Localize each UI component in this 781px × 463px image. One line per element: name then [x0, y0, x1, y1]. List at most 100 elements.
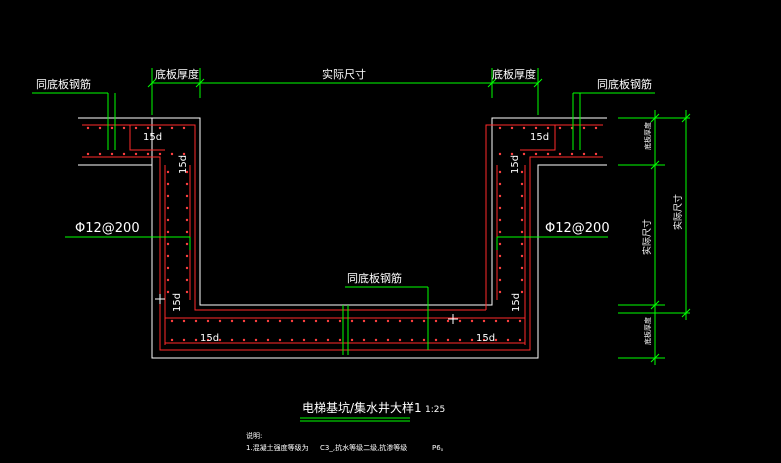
rebar-dot [170, 319, 174, 323]
rebar-dot [362, 338, 366, 342]
label-15d-bottom-right: 15d [476, 333, 495, 344]
rebar-dot [314, 319, 318, 323]
rebar-dot [558, 126, 562, 130]
rebar-dot [398, 338, 402, 342]
rebar-dot [494, 319, 498, 323]
rebar-dot [498, 182, 502, 186]
notes-line1-b: C3_,抗水等级二级,抗渗等级 [320, 443, 407, 452]
rebar-dot [254, 338, 258, 342]
rebar-dot [230, 319, 234, 323]
rebar-dot [582, 126, 586, 130]
rebar-dot [522, 152, 526, 156]
rebar-dot [146, 126, 150, 130]
rebar-dot [482, 338, 486, 342]
rebar-dot [98, 152, 102, 156]
rebar-dot [98, 126, 102, 130]
label-15d-wall-right-bottom: 15d [511, 293, 522, 312]
rebar-dot [498, 266, 502, 270]
label-15d-bottom-left: 15d [200, 333, 219, 344]
rebar-dot [110, 126, 114, 130]
rebar-dot [520, 266, 524, 270]
rebar-dot [498, 242, 502, 246]
rebar-dot [122, 126, 126, 130]
rebar-dot [185, 242, 189, 246]
rebar-dot [194, 319, 198, 323]
rebar-dot [166, 242, 170, 246]
rebar-dot [410, 319, 414, 323]
rebar-dot [242, 338, 246, 342]
rebar-dot [470, 338, 474, 342]
rebar-dot [242, 319, 246, 323]
rebar-dot [158, 152, 162, 156]
rebar-dot [194, 338, 198, 342]
rebar-dot [498, 230, 502, 234]
rebar-dot [266, 338, 270, 342]
rebar-dots [86, 126, 598, 342]
label-actual-size: 实际尺寸 [322, 67, 366, 81]
label-rebar-right: Φ12@200 [545, 221, 610, 236]
rebar-dot [254, 319, 258, 323]
rebar-dot [86, 126, 90, 130]
label-same-rebar-right: 同底板钢筋 [597, 77, 652, 91]
rebar-dot [166, 194, 170, 198]
rebar-dot [266, 319, 270, 323]
rebar-dot [314, 338, 318, 342]
rebar-dot [458, 338, 462, 342]
rebar-dot [534, 152, 538, 156]
rebar-dot [182, 126, 186, 130]
label-same-rebar-left: 同底板钢筋 [36, 77, 91, 91]
rebar-dot [546, 152, 550, 156]
label-15d-wall-right-top: 15d [510, 155, 521, 174]
rebar-dot [185, 194, 189, 198]
rebar-dot [594, 152, 598, 156]
rebar-dot [170, 126, 174, 130]
rebar-dot [434, 338, 438, 342]
rebar-dot [290, 319, 294, 323]
rebar-dot [498, 170, 502, 174]
rebar-dot [166, 290, 170, 294]
rebar-dot [410, 338, 414, 342]
rebar-dot [350, 319, 354, 323]
rebar-dot [498, 290, 502, 294]
rebar-dot [362, 319, 366, 323]
rebar-dot [446, 319, 450, 323]
rebar-dot [166, 170, 170, 174]
rebar-dot [498, 254, 502, 258]
rebar-dot [374, 338, 378, 342]
rebar-dot [166, 266, 170, 270]
rebar-dot [166, 254, 170, 258]
rebar-dot [350, 338, 354, 342]
rebar-dot [374, 319, 378, 323]
rebar-dot [506, 338, 510, 342]
rebar-dot [422, 319, 426, 323]
rebar-dot [422, 338, 426, 342]
rebar-dot [520, 206, 524, 210]
label-same-rebar-bottom: 同底板钢筋 [347, 271, 402, 285]
label-dim-mid-right: 实际尺寸 [641, 219, 653, 255]
rebar-dot [520, 218, 524, 222]
label-15d-top-left: 15d [143, 132, 162, 143]
rebar-dot [510, 152, 514, 156]
rebar-dot [446, 338, 450, 342]
label-rebar-left: Φ12@200 [75, 221, 140, 236]
rebar-dot [506, 319, 510, 323]
rebar-lines [82, 124, 603, 351]
rebar-dot [518, 319, 522, 323]
rebar-dot [185, 182, 189, 186]
rebar-dot [338, 319, 342, 323]
rebar-dot [185, 230, 189, 234]
dimension-lines [32, 68, 691, 422]
rebar-dot [185, 206, 189, 210]
rebar-dot [498, 194, 502, 198]
rebar-dot [326, 338, 330, 342]
rebar-dot [520, 182, 524, 186]
rebar-dot [558, 152, 562, 156]
rebar-dot [218, 338, 222, 342]
rebar-dot [570, 152, 574, 156]
rebar-dot [326, 319, 330, 323]
rebar-dot [386, 338, 390, 342]
notes-line1-c: P6。 [432, 444, 448, 452]
rebar-dot [546, 126, 550, 130]
